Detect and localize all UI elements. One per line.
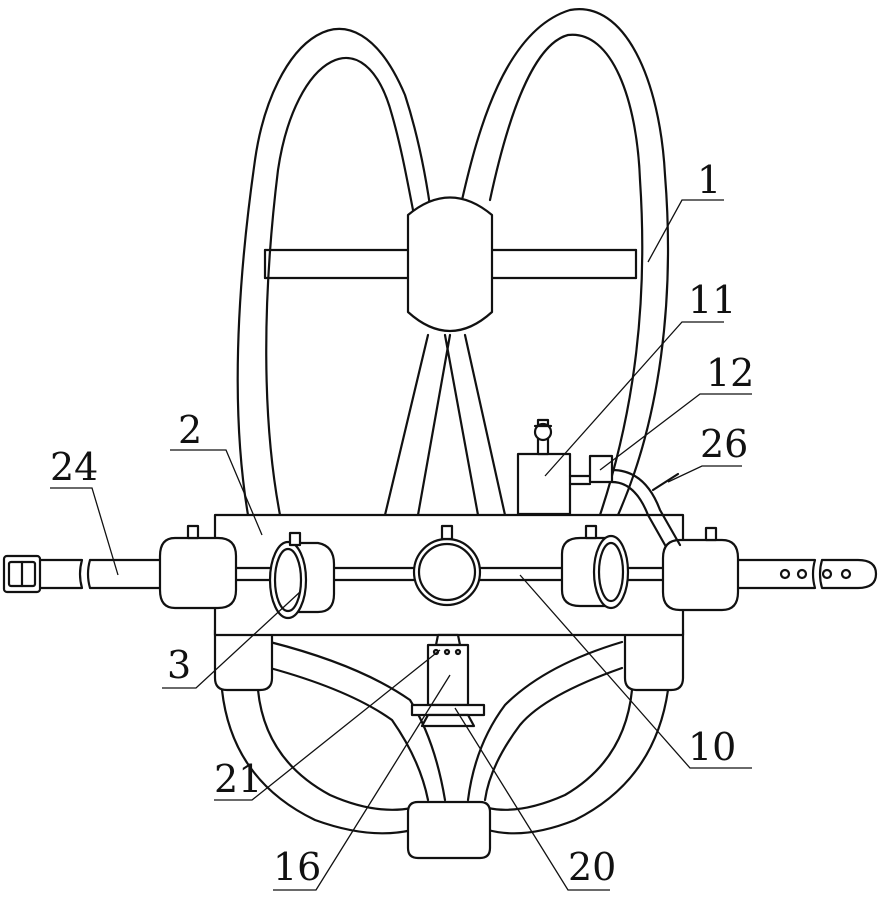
left-crotch-strap-a bbox=[270, 642, 445, 800]
cable-clamp bbox=[653, 474, 678, 490]
center-ring-knob bbox=[442, 526, 452, 539]
right-leg-loop-inner bbox=[488, 690, 632, 810]
cross-strap-right-a bbox=[445, 335, 478, 515]
left-end-roller bbox=[160, 538, 236, 608]
belt-hole bbox=[823, 570, 831, 578]
left-crotch-strap-b bbox=[270, 668, 428, 800]
center-ring bbox=[414, 539, 480, 605]
shoulder-straps bbox=[238, 9, 668, 515]
right-end-roller-knob bbox=[706, 528, 716, 540]
callout-1: 1 bbox=[697, 158, 721, 202]
callout-12: 12 bbox=[706, 351, 754, 395]
belt-hole bbox=[781, 570, 789, 578]
callout-26: 26 bbox=[700, 422, 748, 466]
belt-left-section bbox=[40, 560, 82, 588]
left-shoulder-loop-inner bbox=[266, 58, 414, 515]
callout-11: 11 bbox=[688, 278, 736, 322]
cross-strap-right-b bbox=[465, 335, 505, 515]
leader-24 bbox=[50, 488, 118, 575]
cross-strap-left-a bbox=[385, 335, 428, 515]
bottom-device bbox=[412, 635, 484, 726]
cross-strap-left-b bbox=[418, 335, 450, 515]
belt-right-section bbox=[737, 560, 815, 588]
controller-box bbox=[518, 454, 570, 514]
left-leg-loop-pad bbox=[215, 630, 272, 690]
leader-1 bbox=[648, 200, 724, 262]
belt-right-section-b bbox=[820, 560, 876, 588]
callout-2: 2 bbox=[178, 408, 202, 452]
callout-10: 10 bbox=[688, 725, 736, 769]
belt-hole bbox=[842, 570, 850, 578]
leader-11 bbox=[545, 322, 724, 476]
chest-pad bbox=[408, 198, 492, 332]
callout-16: 16 bbox=[273, 845, 321, 889]
left-angled-roller-knob bbox=[290, 533, 300, 545]
left-leg-loop-inner bbox=[258, 690, 412, 810]
callout-24: 24 bbox=[50, 445, 98, 489]
right-leg-loop-pad bbox=[625, 630, 683, 690]
right-end-roller bbox=[663, 540, 738, 610]
device-nozzle bbox=[422, 715, 474, 726]
belt-hole bbox=[798, 570, 806, 578]
device-flange bbox=[412, 705, 484, 715]
device-top-cap bbox=[436, 635, 460, 645]
right-angled-roller-knob bbox=[586, 526, 596, 538]
callout-3: 3 bbox=[167, 643, 191, 687]
callout-21: 21 bbox=[214, 757, 262, 801]
belt-left-section-b bbox=[88, 560, 163, 588]
right-shoulder-loop-inner bbox=[490, 35, 642, 515]
callout-20: 20 bbox=[568, 845, 616, 889]
left-end-roller-knob bbox=[188, 526, 198, 538]
right-crotch-strap-b bbox=[485, 668, 622, 800]
crotch-pad bbox=[408, 802, 490, 858]
